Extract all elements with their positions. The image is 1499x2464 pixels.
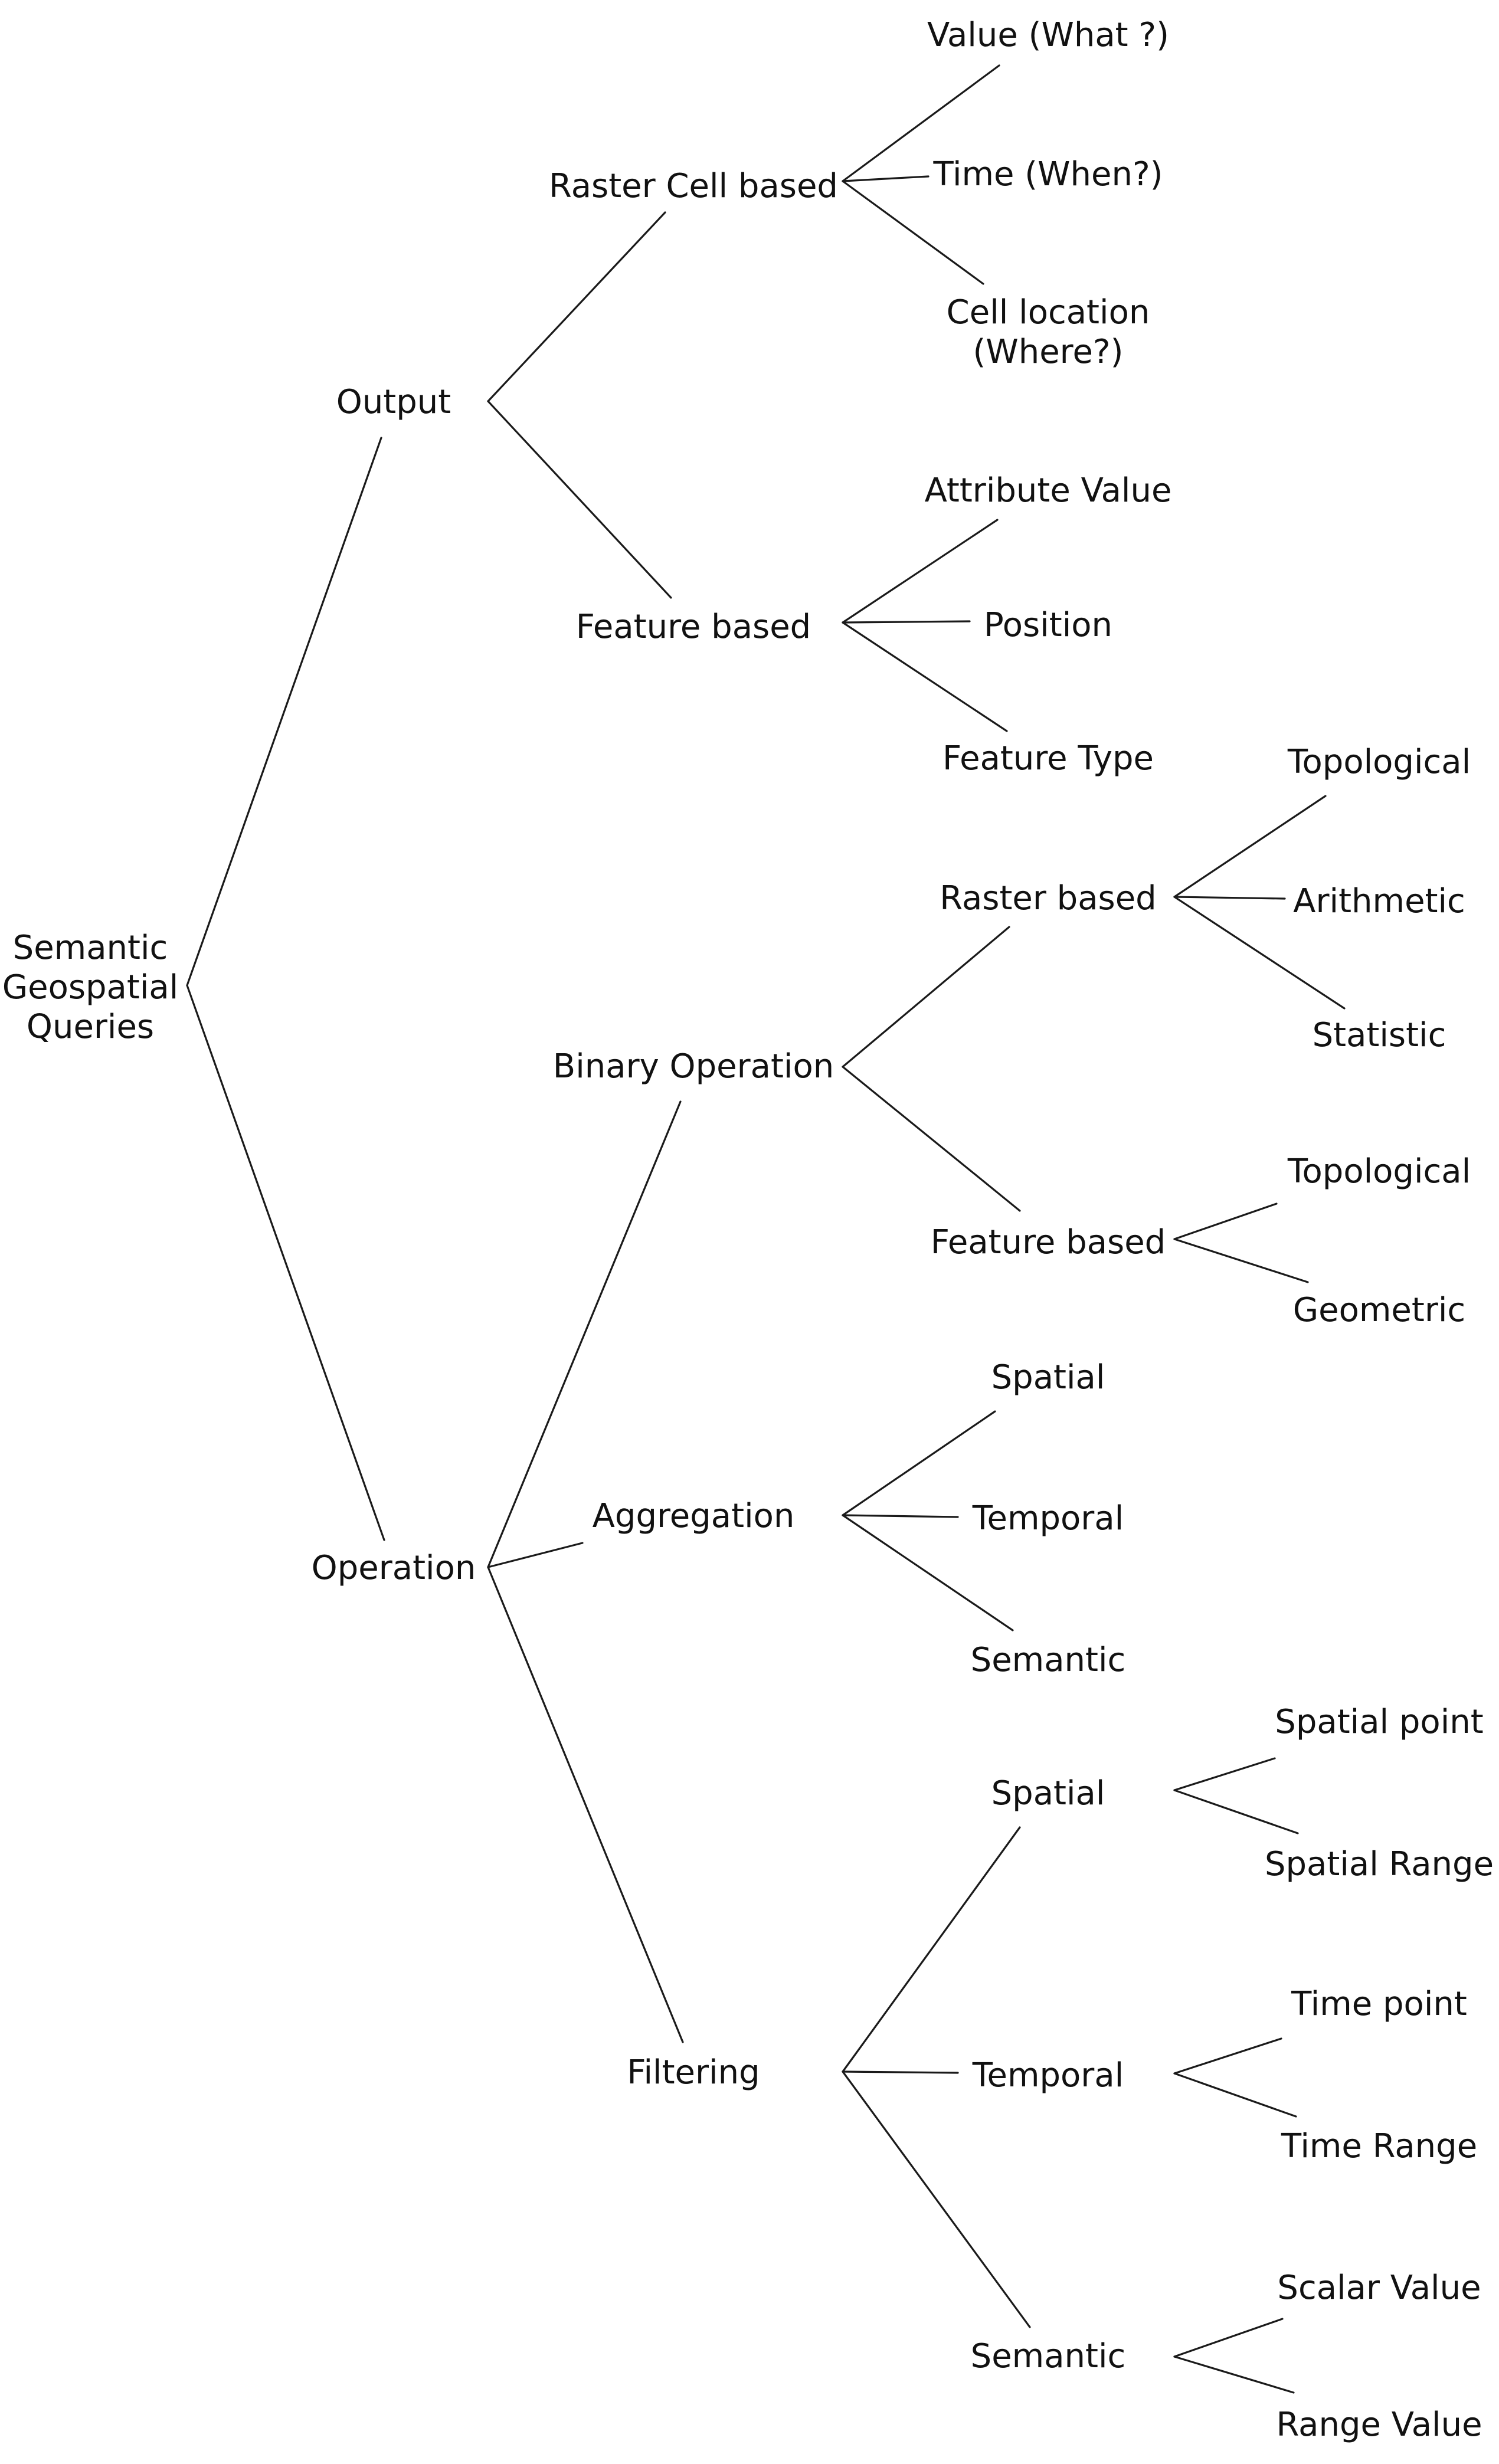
node-cell-location-line-1: Cell location xyxy=(947,293,1150,332)
node-time-when: Time (When?) xyxy=(932,155,1163,194)
node-aggregation: Aggregation xyxy=(593,1497,795,1535)
node-range-value: Range Value xyxy=(1276,2406,1482,2444)
node-filter-semantic: Semantic xyxy=(971,2337,1126,2375)
node-feature-type: Feature Type xyxy=(942,739,1154,778)
edge-agg-temporal xyxy=(842,1514,959,1518)
edge-agg-semantic xyxy=(842,1514,1014,1631)
edge-binary-feature xyxy=(842,1066,1021,1212)
edge-rastercell-location xyxy=(842,180,984,285)
node-raster-arithmetic: Arithmetic xyxy=(1293,882,1465,920)
node-agg-temporal: Temporal xyxy=(972,1499,1124,1538)
tree-labels: Semantic Geospatial Queries Output Opera… xyxy=(2,16,1494,2444)
edge-feature-position xyxy=(842,620,971,624)
edge-rastercell-value xyxy=(842,64,1000,182)
node-binary-feature-based: Feature based xyxy=(931,1223,1166,1262)
edge-rastercell-time xyxy=(842,175,929,182)
edge-root-output xyxy=(186,437,382,987)
node-cell-location-line-2: (Where?) xyxy=(973,333,1124,371)
edge-raster-topological xyxy=(1173,795,1327,898)
node-feature-topological: Topological xyxy=(1287,1152,1471,1191)
node-feature-geometric: Geometric xyxy=(1293,1291,1465,1329)
edge-operation-aggregation xyxy=(487,1542,584,1568)
node-filtering: Filtering xyxy=(627,2053,760,2092)
edge-fsemantic-scalar xyxy=(1173,2318,1284,2358)
edge-output-feature xyxy=(487,400,672,599)
node-binary-operation: Binary Operation xyxy=(553,1047,834,1086)
edge-operation-binary xyxy=(487,1100,682,1568)
node-root-line-1: Semantic xyxy=(13,929,168,967)
node-raster-statistic: Statistic xyxy=(1313,1016,1446,1054)
edge-filter-semantic xyxy=(842,2070,1031,2328)
edge-agg-spatial xyxy=(842,1410,996,1516)
edge-filter-temporal xyxy=(842,2070,959,2074)
edge-raster-arithmetic xyxy=(1173,896,1286,900)
node-root-line-2: Geospatial xyxy=(2,968,179,1007)
edge-bfeature-topological xyxy=(1173,1202,1278,1240)
node-filter-temporal: Temporal xyxy=(972,2056,1124,2095)
node-agg-spatial: Spatial xyxy=(991,1358,1105,1397)
edge-binary-raster xyxy=(842,926,1010,1068)
node-raster-topological: Topological xyxy=(1287,743,1471,781)
node-spatial-range: Spatial Range xyxy=(1265,1845,1494,1883)
edge-fspatial-range xyxy=(1173,1789,1299,1834)
node-time-range: Time Range xyxy=(1281,2127,1477,2165)
edge-operation-filtering xyxy=(487,1566,684,2043)
node-root-line-3: Queries xyxy=(27,1008,154,1046)
node-feature-based: Feature based xyxy=(576,608,811,646)
edge-output-rastercell xyxy=(487,211,666,402)
edge-fsemantic-range xyxy=(1173,2355,1295,2394)
edge-root-operation xyxy=(186,984,385,1541)
node-output: Output xyxy=(336,383,451,421)
node-time-point: Time point xyxy=(1291,1985,1467,2023)
tree-edges xyxy=(186,64,1346,2394)
edge-feature-attribute xyxy=(842,519,999,624)
node-value-what: Value (What ?) xyxy=(927,16,1169,54)
node-scalar-value: Scalar Value xyxy=(1277,2269,1481,2307)
node-raster-cell-based: Raster Cell based xyxy=(549,167,838,205)
edge-feature-type xyxy=(842,621,1008,732)
edge-bfeature-geometric xyxy=(1173,1238,1309,1283)
edge-raster-statistic xyxy=(1173,896,1346,1010)
edge-ftemporal-range xyxy=(1173,2072,1297,2118)
node-raster-based: Raster based xyxy=(940,879,1156,918)
node-agg-semantic: Semantic xyxy=(971,1641,1126,1679)
node-position: Position xyxy=(984,606,1112,644)
node-spatial-point: Spatial point xyxy=(1275,1703,1483,1741)
node-attribute-value: Attribute Value xyxy=(925,471,1172,510)
edge-ftemporal-point xyxy=(1173,2037,1282,2075)
edge-fspatial-point xyxy=(1173,1757,1276,1791)
node-filter-spatial: Spatial xyxy=(991,1774,1105,1813)
edge-filter-spatial xyxy=(842,1826,1021,2073)
node-operation: Operation xyxy=(312,1549,476,1587)
